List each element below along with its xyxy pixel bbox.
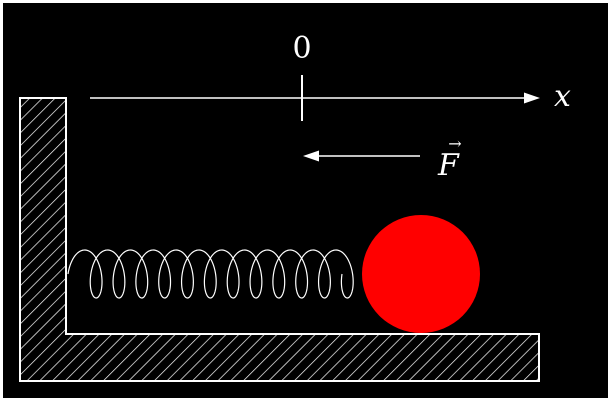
origin-label: 0 [292,31,311,66]
x-axis-arrowhead [524,92,540,104]
wall-and-floor [19,97,540,382]
force-label: F [437,148,460,183]
force-arrow-head [303,150,319,162]
x-axis-label: x [554,79,571,114]
canvas-background [3,3,608,398]
spring [67,249,354,299]
ball [362,215,480,333]
force-vector-arrow: → [448,134,461,153]
